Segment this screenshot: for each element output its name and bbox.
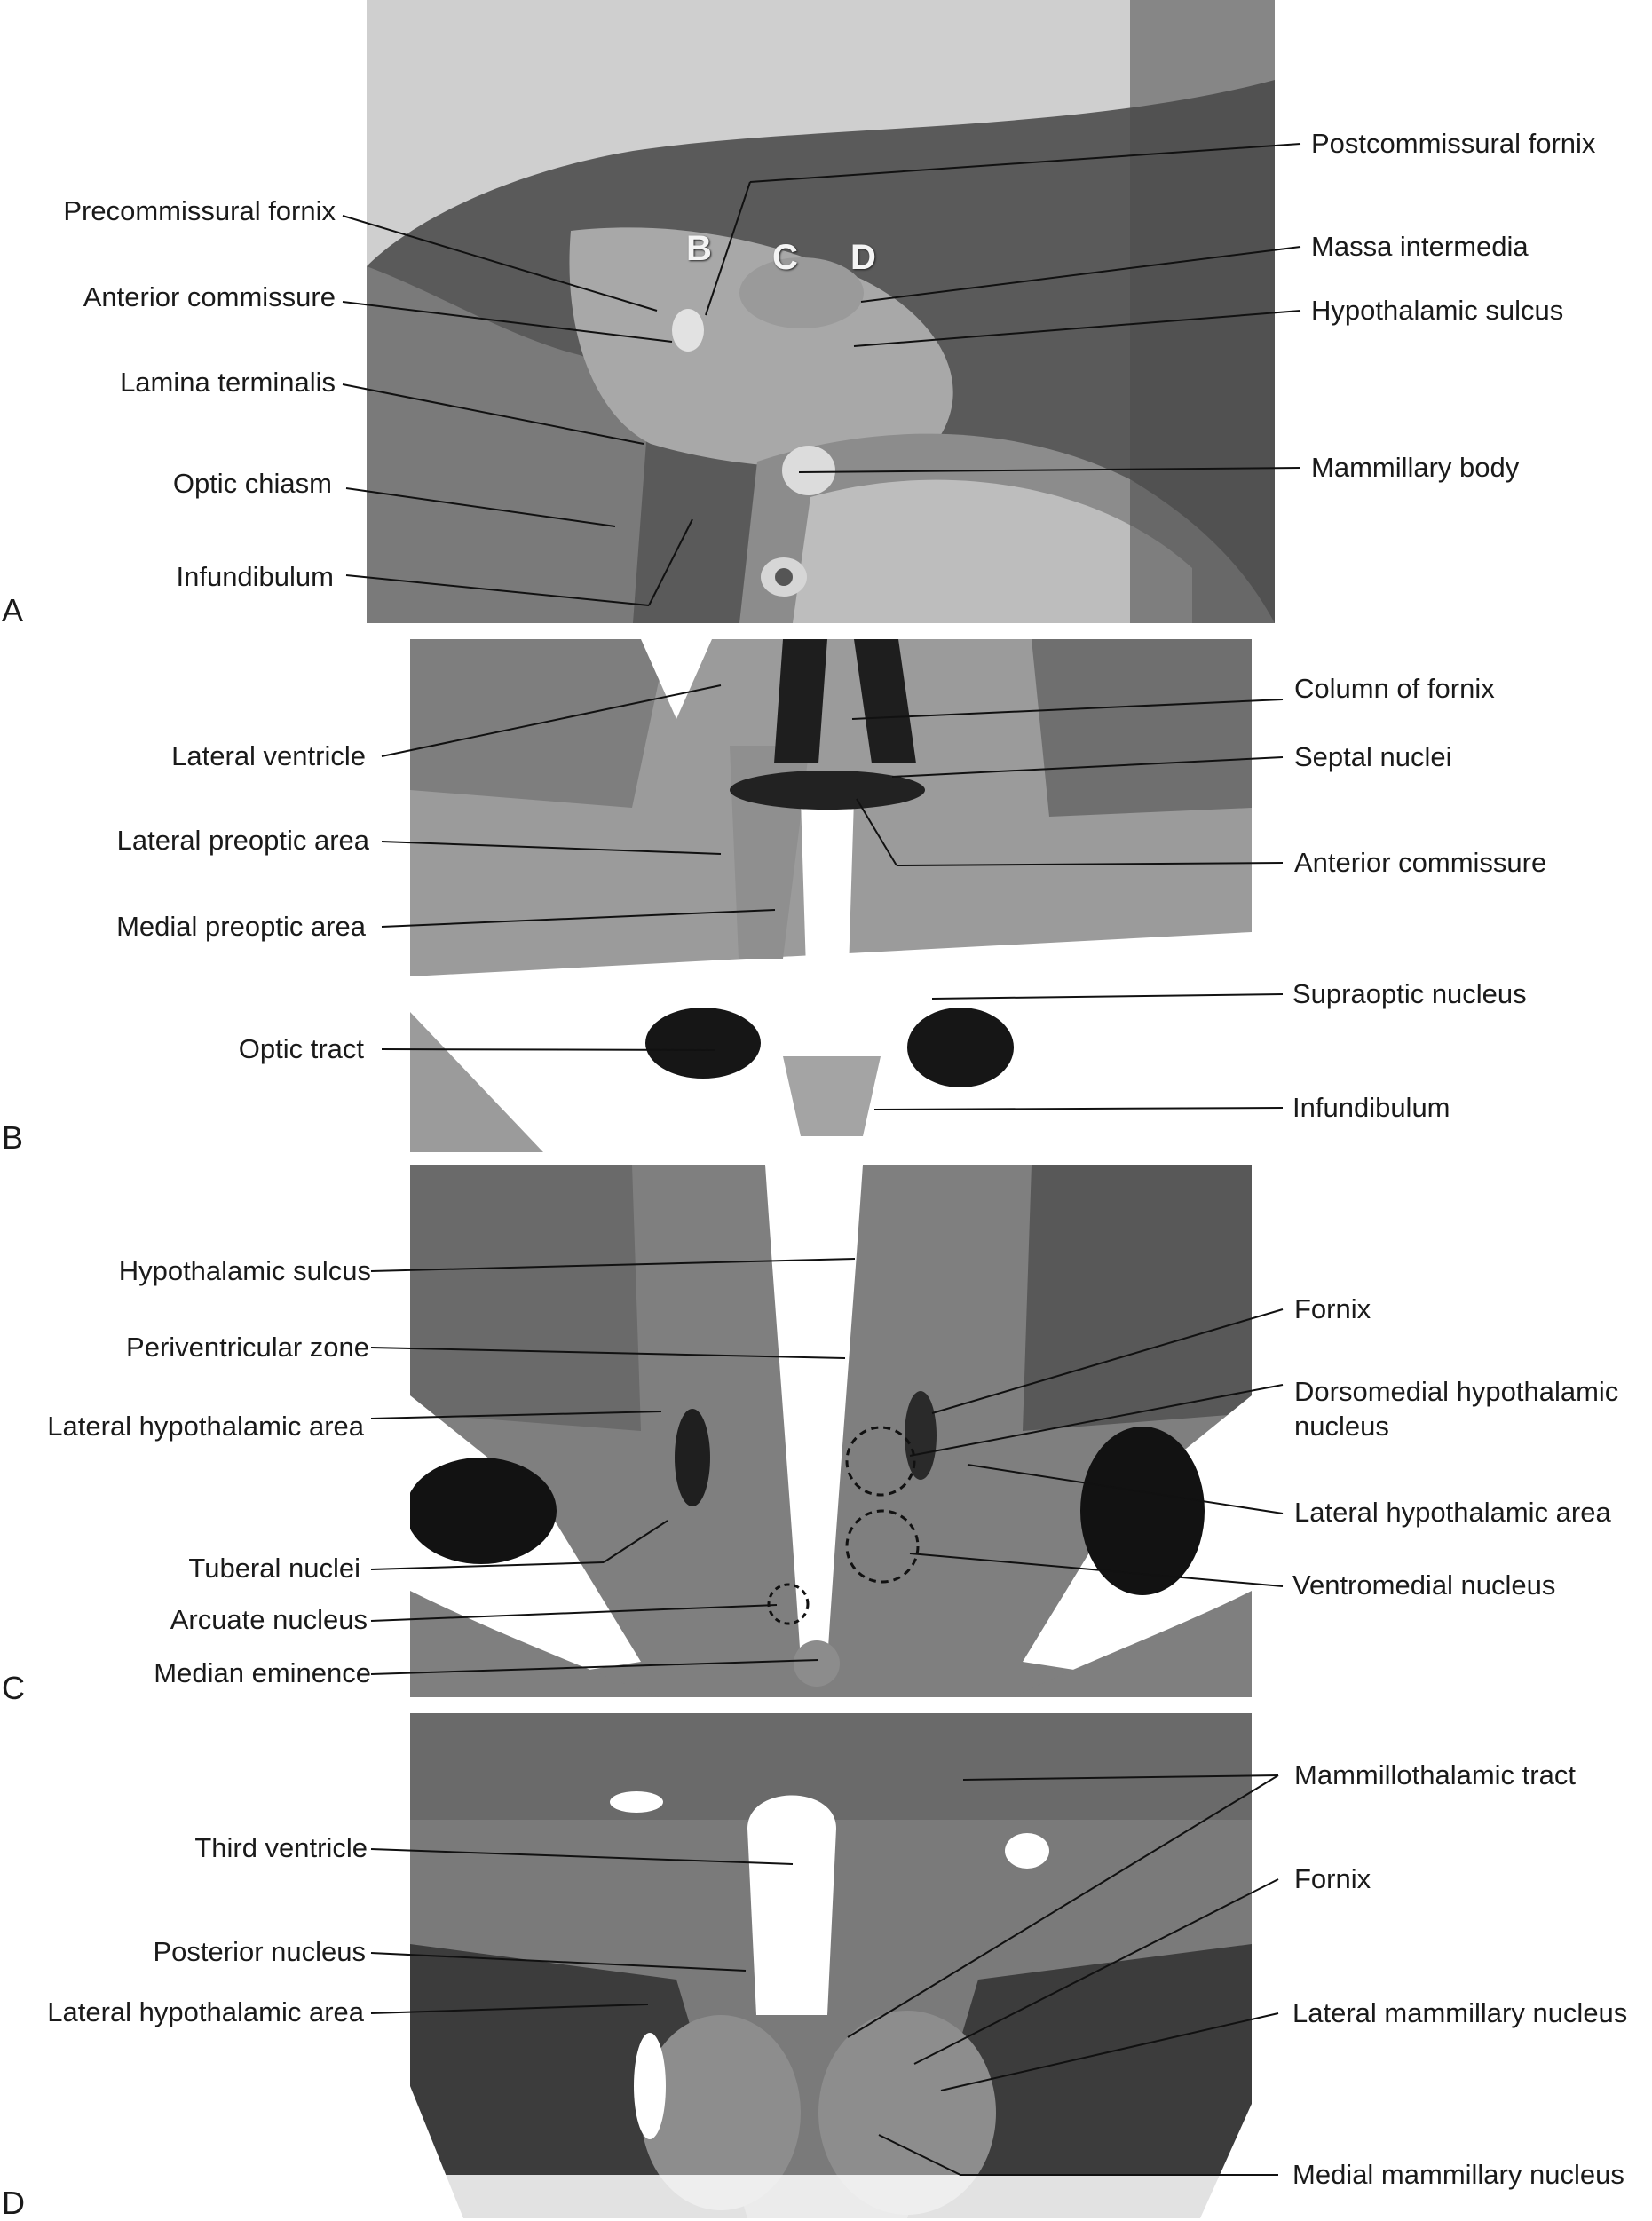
section-mark-d: D <box>850 238 876 277</box>
label-anterior-commissure-b: Anterior commissure <box>1294 847 1547 878</box>
label-optic-tract: Optic tract <box>238 1033 364 1064</box>
label-lamina-terminalis: Lamina terminalis <box>120 367 336 398</box>
panel-letter-d: D <box>2 2185 25 2221</box>
panel-d-photo <box>410 1713 1252 2218</box>
panel-letter-c: C <box>2 1670 25 1706</box>
label-lateral-hypothalamic-area-c-right: Lateral hypothalamic area <box>1294 1497 1611 1528</box>
label-median-eminence: Median eminence <box>154 1657 371 1688</box>
label-septal-nuclei: Septal nuclei <box>1294 741 1452 772</box>
label-mammillary-body: Mammillary body <box>1311 452 1520 483</box>
panel-letter-b: B <box>2 1119 24 1156</box>
label-lateral-hypothalamic-area-c-left: Lateral hypothalamic area <box>47 1411 364 1442</box>
label-medial-mammillary-nucleus: Medial mammillary nucleus <box>1292 2159 1624 2190</box>
label-periventricular-zone: Periventricular zone <box>126 1332 369 1363</box>
label-hypothalamic-sulcus-a: Hypothalamic sulcus <box>1311 295 1564 326</box>
label-massa-intermedia: Massa intermedia <box>1311 231 1529 262</box>
label-ventromedial-nucleus: Ventromedial nucleus <box>1292 1569 1556 1601</box>
label-infundibulum-a: Infundibulum <box>176 561 334 592</box>
label-supraoptic-nucleus: Supraoptic nucleus <box>1292 978 1527 1009</box>
section-mark-b: B <box>686 229 712 268</box>
panel-a-photo <box>367 0 1275 623</box>
panel-c-photo <box>410 1165 1252 1697</box>
label-tuberal-nuclei: Tuberal nuclei <box>188 1553 360 1584</box>
label-hypothalamic-sulcus-c: Hypothalamic sulcus <box>118 1255 371 1286</box>
label-precommissural-fornix: Precommissural fornix <box>63 195 336 226</box>
section-mark-c: C <box>772 238 798 277</box>
label-anterior-commissure-a: Anterior commissure <box>83 281 336 312</box>
label-lateral-hypothalamic-area-d: Lateral hypothalamic area <box>47 1996 364 2027</box>
panel-letter-a: A <box>2 592 24 628</box>
label-mammillothalamic-tract: Mammillothalamic tract <box>1294 1759 1576 1790</box>
label-infundibulum-b: Infundibulum <box>1292 1092 1450 1123</box>
label-postcommissural-fornix: Postcommissural fornix <box>1311 128 1596 159</box>
label-lateral-preoptic-area: Lateral preoptic area <box>116 825 369 856</box>
label-dorsomedial-hypothalamic-nucleus: Dorsomedial hypothalamic nucleus <box>1294 1376 1619 1442</box>
label-fornix-d: Fornix <box>1294 1863 1371 1894</box>
panel-b-photo <box>410 639 1252 1152</box>
label-column-of-fornix: Column of fornix <box>1294 673 1495 704</box>
label-third-ventricle: Third ventricle <box>194 1832 368 1863</box>
label-medial-preoptic-area: Medial preoptic area <box>116 911 366 942</box>
label-fornix-c: Fornix <box>1294 1293 1371 1324</box>
label-posterior-nucleus: Posterior nucleus <box>153 1936 366 1967</box>
label-lateral-mammillary-nucleus: Lateral mammillary nucleus <box>1292 1997 1628 2028</box>
label-optic-chiasm: Optic chiasm <box>172 468 332 499</box>
label-lateral-ventricle: Lateral ventricle <box>171 740 366 771</box>
label-arcuate-nucleus: Arcuate nucleus <box>170 1604 368 1635</box>
